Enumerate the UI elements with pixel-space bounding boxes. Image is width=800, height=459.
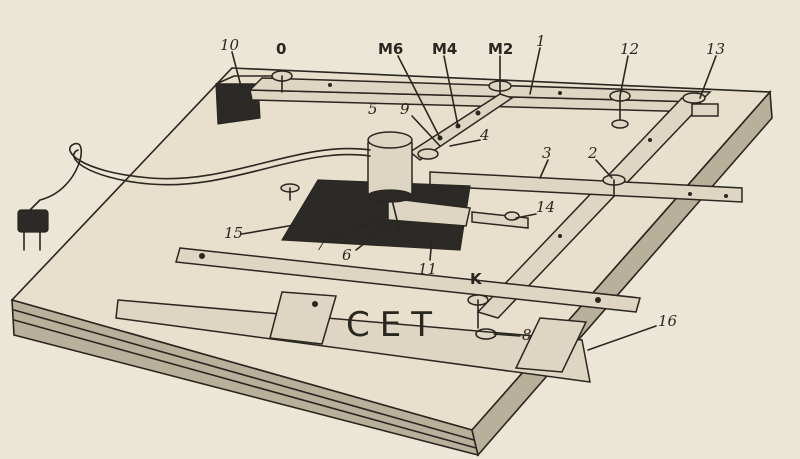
nameplate-text: СЕТ xyxy=(346,305,442,345)
label-11: 11 xyxy=(418,260,437,278)
nameplate xyxy=(115,291,591,383)
soldering-head xyxy=(367,131,413,233)
label-m6: M6 xyxy=(378,40,403,58)
label-0: 0 xyxy=(276,40,286,58)
label-3: 3 xyxy=(542,144,552,162)
label-5: 5 xyxy=(368,100,378,118)
wing-nut-pad xyxy=(280,183,300,201)
cross-bar xyxy=(429,171,743,203)
label-9: 9 xyxy=(400,100,410,118)
stylus-k xyxy=(467,294,497,340)
label-m4: M4 xyxy=(432,40,457,58)
wing-nut-13 xyxy=(682,92,719,117)
power-cable xyxy=(27,142,371,213)
label-16: 16 xyxy=(658,312,678,330)
label-13: 13 xyxy=(706,40,725,58)
wing-nut-2 xyxy=(602,174,626,195)
label-12: 12 xyxy=(620,40,639,58)
label-10: 10 xyxy=(220,36,240,54)
label-8: 8 xyxy=(522,326,532,344)
wing-nut-0 xyxy=(271,70,293,93)
label-6: 6 xyxy=(342,246,352,264)
wing-nut-9 xyxy=(417,148,439,160)
label-2: 2 xyxy=(587,144,598,162)
contact-pad xyxy=(280,179,471,251)
label-4: 4 xyxy=(479,126,490,144)
holder-arm xyxy=(408,93,514,161)
label-7: 7 xyxy=(316,236,326,254)
plug xyxy=(17,209,49,251)
label-14: 14 xyxy=(536,198,555,216)
label-m2: M2 xyxy=(488,40,513,58)
front-rail xyxy=(175,247,641,313)
top-rail xyxy=(248,77,712,113)
label-1: 1 xyxy=(536,32,546,50)
label-15: 15 xyxy=(224,224,243,242)
leader-lines xyxy=(231,47,717,351)
label-k: K xyxy=(470,270,483,288)
